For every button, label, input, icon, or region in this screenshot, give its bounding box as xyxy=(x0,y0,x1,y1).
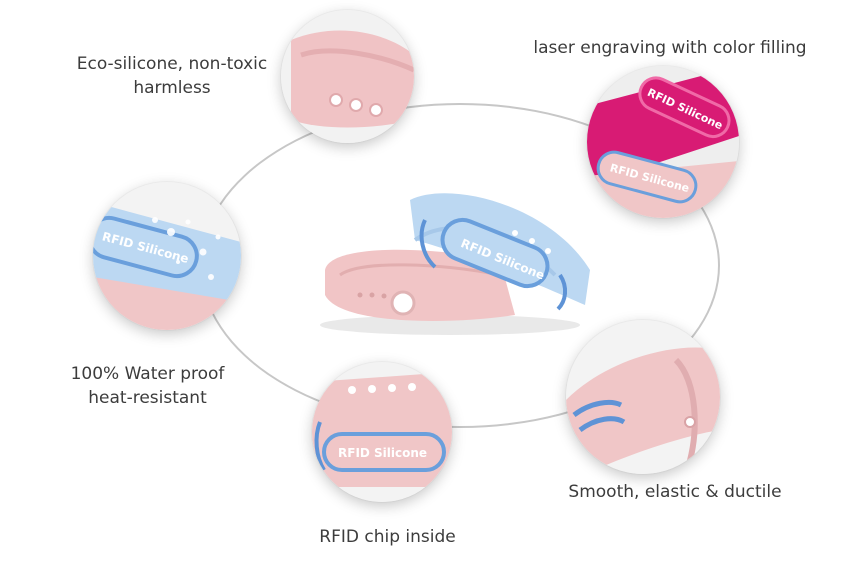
water-proof-label-line1: 100% Water proof xyxy=(70,364,225,384)
laser-engraving-closeup-image: RFID Silicone RFID Silicone xyxy=(587,66,739,218)
eco-silicone-label-line1: Eco-silicone, non-toxic xyxy=(76,54,268,74)
elastic-band-closeup-image xyxy=(566,320,720,474)
eco-silicone-label: Eco-silicone, non-toxic harmless xyxy=(62,52,282,100)
rfid-chip-closeup-image: RFID Silicone xyxy=(312,362,452,502)
smooth-elastic-label-line1: Smooth, elastic & ductile xyxy=(568,482,782,502)
water-proof-label-line2: heat-resistant xyxy=(88,388,207,408)
eco-silicone-label-line2: harmless xyxy=(133,78,211,98)
laser-engraving-label-line1: laser engraving with color filling xyxy=(533,38,807,58)
svg-text:RFID Silicone: RFID Silicone xyxy=(338,446,427,460)
rfid-chip-label: RFID chip inside xyxy=(300,525,475,549)
smooth-elastic-label: Smooth, elastic & ductile xyxy=(555,480,795,504)
laser-engraving-label: laser engraving with color filling xyxy=(515,36,825,60)
wristband-product-image: RFID Silicone xyxy=(300,175,600,340)
water-proof-label: 100% Water proof heat-resistant xyxy=(60,362,235,410)
eco-silicone-closeup-image xyxy=(281,10,414,143)
water-proof-closeup-image: RFID Silicone xyxy=(93,182,241,330)
rfid-chip-label-line1: RFID chip inside xyxy=(319,527,456,547)
